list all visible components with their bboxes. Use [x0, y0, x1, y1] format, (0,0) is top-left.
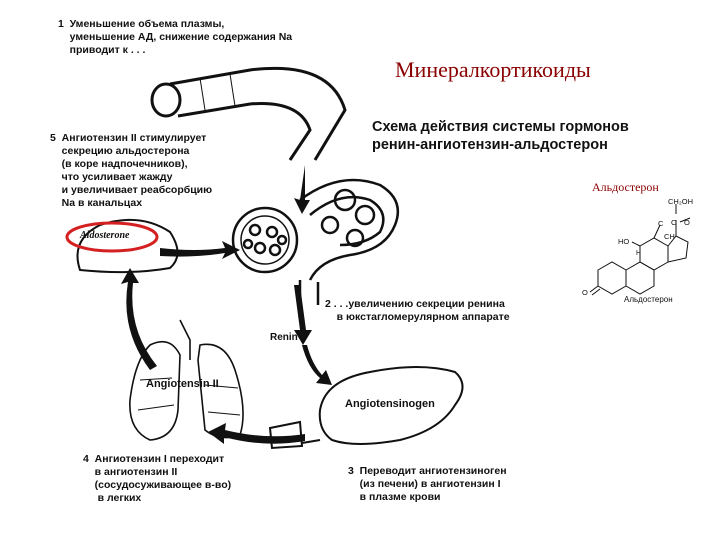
- molecule-ho: HO: [618, 237, 629, 246]
- renin-label: Renin: [270, 332, 298, 343]
- molecule-ch2oh: CH₂OH: [668, 197, 693, 206]
- step-5-text: 5 Ангиотензин II стимулирует секрецию ал…: [50, 132, 212, 210]
- scheme-title: Схема действия системы гормонов ренин-ан…: [372, 118, 629, 154]
- angiotensin-2-label: Angiotensin II: [146, 378, 219, 390]
- nephron: [233, 180, 398, 305]
- page-title: Минералкортикоиды: [395, 57, 591, 83]
- molecule-name-top: Альдостерон: [592, 180, 659, 195]
- molecule-h: H: [636, 250, 641, 257]
- molecule-c1: C: [671, 218, 676, 227]
- step-3-text: 3 Переводит ангиотензиноген (из печени) …: [348, 465, 507, 504]
- molecule-ch: CH: [664, 232, 675, 241]
- molecule-o2: O: [582, 288, 588, 297]
- angiotensinogen-label: Angiotensinogen: [345, 398, 435, 410]
- molecule-o1: O: [684, 218, 690, 227]
- scheme-title-line-2: ренин-ангиотензин-альдостерон: [372, 136, 629, 154]
- step-2-text: 2 . . .увеличению секреции ренина в юкст…: [325, 298, 510, 324]
- step-1-text: 1 Уменьшение объема плазмы, уменьшение А…: [58, 18, 292, 57]
- adrenal-gland: [67, 220, 178, 272]
- scheme-title-line-1: Схема действия системы гормонов: [372, 118, 629, 136]
- molecule-name-bottom: Альдостерон: [624, 295, 673, 304]
- molecule-c2: C: [658, 219, 663, 228]
- step-4-text: 4 Ангиотензин I переходит в ангиотензин …: [83, 453, 231, 505]
- aldosterone-label: Aldosterone: [80, 230, 129, 241]
